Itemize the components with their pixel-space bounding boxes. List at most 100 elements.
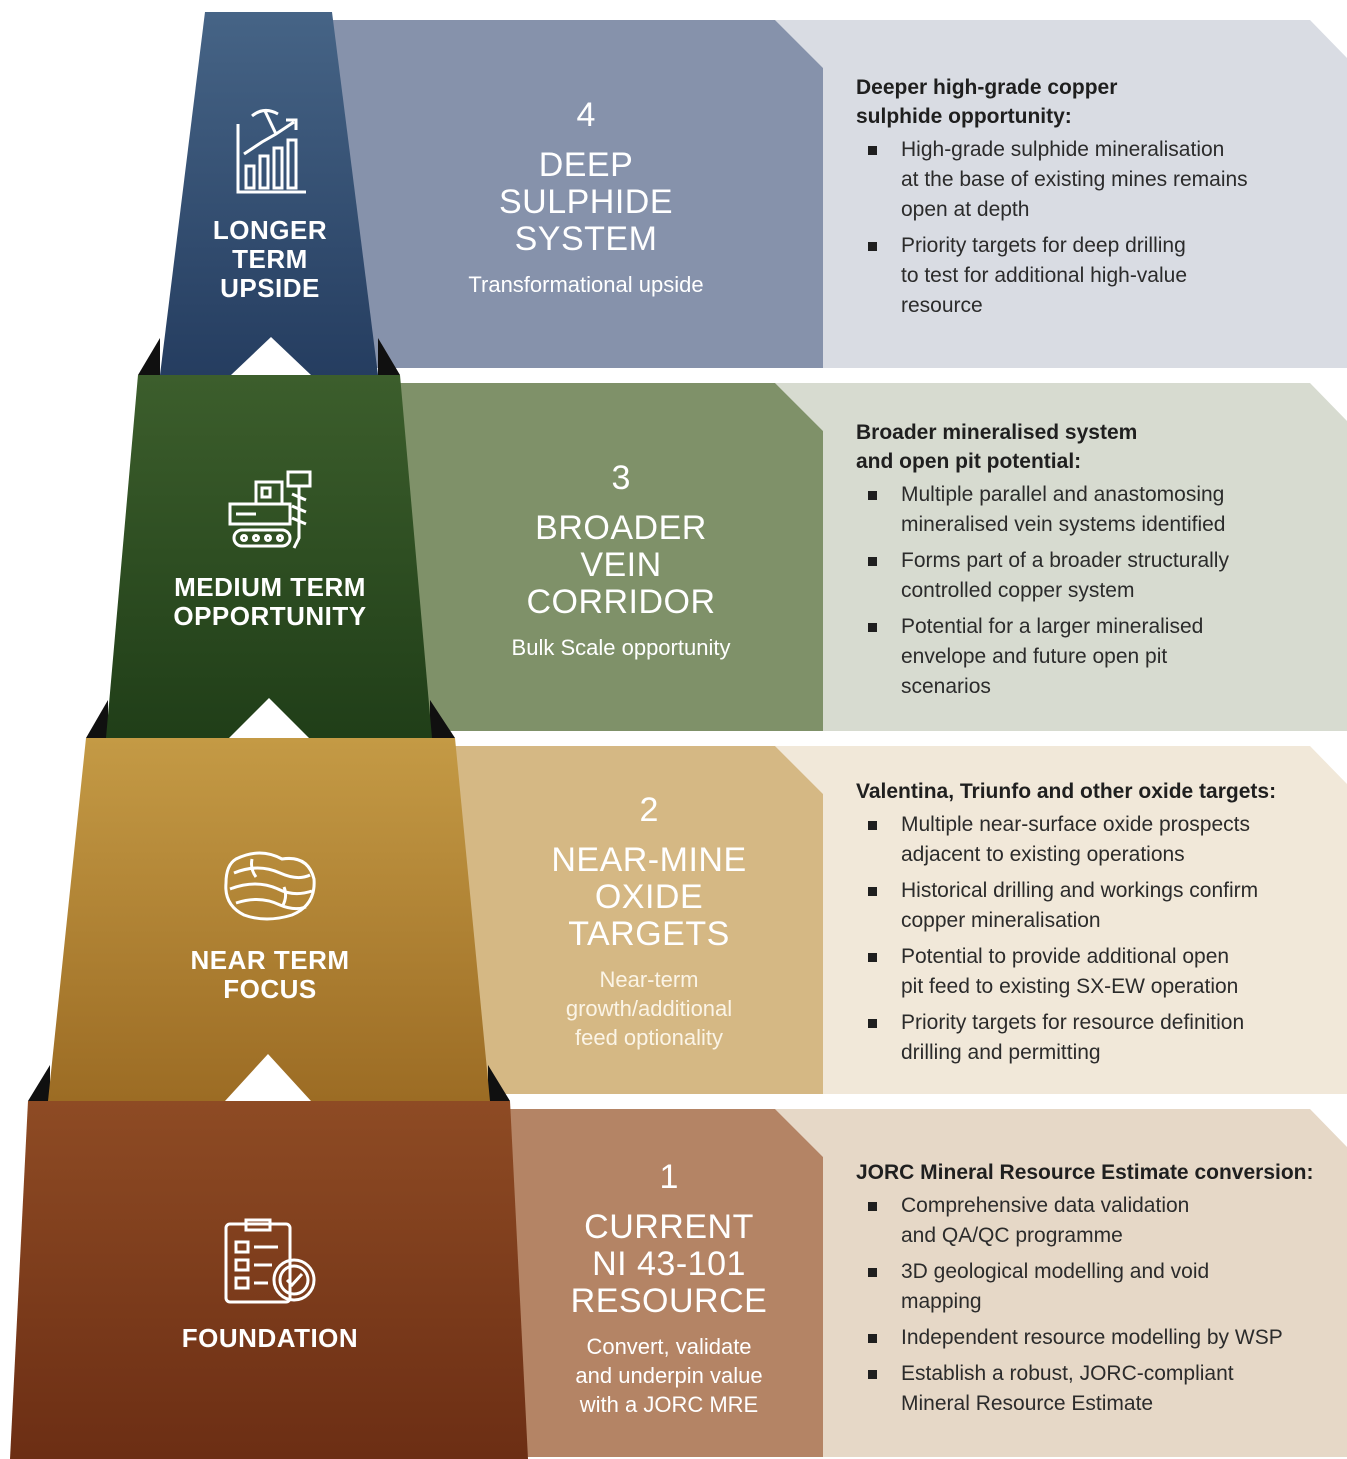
- bullet-square-icon: [868, 146, 877, 155]
- bullet-item: Potential to provide additional open pit…: [856, 942, 1326, 1002]
- tier4-panels: [332, 20, 1347, 368]
- clipboard-check-icon: [222, 1216, 318, 1313]
- heading-line: and open pit potential:: [856, 450, 1082, 473]
- subtitle-line: Near-term: [599, 967, 699, 992]
- bullet-line: Multiple near-surface oxide prospects: [901, 813, 1251, 836]
- bullet-item: Independent resource modelling by WSP: [856, 1323, 1326, 1353]
- heading-line: Valentina, Triunfo and other oxide targe…: [856, 780, 1277, 803]
- bullet-square-icon: [868, 887, 877, 896]
- bullet-line: Establish a robust, JORC-compliant: [901, 1362, 1234, 1385]
- tier-title: DEEP SULPHIDE SYSTEM: [430, 147, 742, 258]
- bullet-line: Priority targets for resource definition: [901, 1011, 1245, 1034]
- bullet-line: copper mineralisation: [901, 909, 1101, 932]
- heading-line: Broader mineralised system: [856, 421, 1138, 444]
- bullet-line: resource: [901, 294, 983, 317]
- level-label-line: NEAR TERM: [190, 945, 350, 975]
- bullet-square-icon: [868, 1202, 877, 1211]
- mining-growth-chart-icon: [232, 104, 308, 201]
- tier4-middle-panel: 4 DEEP SULPHIDE SYSTEM Transformational …: [430, 95, 742, 299]
- bullet-square-icon: [868, 623, 877, 632]
- bullet-line: Mineral Resource Estimate: [901, 1392, 1154, 1415]
- detail-heading: JORC Mineral Resource Estimate conversio…: [856, 1158, 1326, 1187]
- tier-title: BROADER VEIN CORRIDOR: [466, 510, 776, 621]
- bullet-line: pit feed to existing SX-EW operation: [901, 975, 1239, 998]
- level-label-line: TERM: [232, 244, 308, 274]
- level-label-line: OPPORTUNITY: [173, 601, 367, 631]
- tier2-middle-panel: 2 NEAR-MINE OXIDE TARGETS Near-term grow…: [494, 790, 804, 1052]
- up-arrow: [229, 698, 309, 738]
- tier3-panels: [400, 383, 1347, 731]
- title-line: VEIN: [580, 546, 662, 584]
- title-line: TARGETS: [568, 915, 730, 953]
- bullet-line: High-grade sulphide mineralisation: [901, 138, 1225, 161]
- title-line: BROADER: [535, 509, 707, 547]
- bullet-line: open at depth: [901, 198, 1030, 221]
- subtitle-line: Bulk Scale opportunity: [511, 635, 731, 660]
- level-label-line: LONGER: [212, 215, 328, 245]
- drilling-rig-icon: [226, 468, 318, 557]
- bullet-list: Comprehensive data validation and QA/QC …: [856, 1191, 1326, 1419]
- bullet-item: High-grade sulphide mineralisation at th…: [856, 135, 1326, 225]
- bullet-item: Priority targets for resource definition…: [856, 1008, 1326, 1068]
- heading-line: JORC Mineral Resource Estimate conversio…: [856, 1161, 1314, 1184]
- tier3-level-label: MEDIUM TERM OPPORTUNITY: [110, 573, 430, 631]
- bullet-line: 3D geological modelling and void: [901, 1260, 1210, 1283]
- tier3-detail-panel: Broader mineralised system and open pit …: [856, 418, 1326, 708]
- bullet-list: Multiple near-surface oxide prospects ad…: [856, 810, 1326, 1068]
- bullet-line: Potential to provide additional open: [901, 945, 1230, 968]
- tier1-detail-panel: JORC Mineral Resource Estimate conversio…: [856, 1158, 1326, 1425]
- tier-number: 1: [659, 1158, 679, 1196]
- bullet-line: Comprehensive data validation: [901, 1194, 1190, 1217]
- title-line: SYSTEM: [514, 220, 658, 258]
- tier-title: NEAR-MINE OXIDE TARGETS: [494, 842, 804, 953]
- detail-heading: Broader mineralised system and open pit …: [856, 418, 1326, 476]
- subtitle-line: and underpin value: [575, 1363, 763, 1388]
- bullet-line: Multiple parallel and anastomosing: [901, 483, 1225, 506]
- tier4-level-label: LONGER TERM UPSIDE: [110, 216, 430, 303]
- subtitle-line: feed optionality: [575, 1025, 723, 1050]
- bullet-line: controlled copper system: [901, 579, 1135, 602]
- bullet-line: mineralised vein systems identified: [901, 513, 1226, 536]
- bullet-line: Independent resource modelling by WSP: [901, 1326, 1283, 1349]
- tier-number: 4: [576, 96, 596, 134]
- subtitle-line: Transformational upside: [468, 272, 704, 297]
- heading-line: sulphide opportunity:: [856, 105, 1072, 128]
- level-label-line: MEDIUM TERM: [174, 572, 366, 602]
- tier-number: 2: [639, 791, 659, 829]
- bullet-line: Potential for a larger mineralised: [901, 615, 1204, 638]
- detail-heading: Valentina, Triunfo and other oxide targe…: [856, 777, 1326, 806]
- bullet-square-icon: [868, 491, 877, 500]
- bullet-line: at the base of existing mines remains: [901, 168, 1248, 191]
- bullet-line: envelope and future open pit: [901, 645, 1168, 668]
- bullet-line: and QA/QC programme: [901, 1224, 1123, 1247]
- bullet-item: Comprehensive data validation and QA/QC …: [856, 1191, 1326, 1251]
- tier4-detail-panel: Deeper high-grade copper sulphide opport…: [856, 73, 1326, 327]
- tier2-level-label: NEAR TERM FOCUS: [110, 946, 430, 1004]
- subtitle-line: Convert, validate: [586, 1334, 752, 1359]
- tier1-level-label: FOUNDATION: [110, 1324, 430, 1353]
- tier1-middle-panel: 1 CURRENT NI 43-101 RESOURCE Convert, va…: [516, 1157, 822, 1419]
- level-label-line: FOUNDATION: [181, 1323, 359, 1353]
- bullet-item: Establish a robust, JORC-compliant Miner…: [856, 1359, 1326, 1419]
- title-line: NEAR-MINE: [551, 841, 747, 879]
- bullet-line: Priority targets for deep drilling: [901, 234, 1186, 257]
- subtitle-line: with a JORC MRE: [579, 1392, 759, 1417]
- bullet-line: Forms part of a broader structurally: [901, 549, 1229, 572]
- heading-line: Deeper high-grade copper: [856, 76, 1118, 99]
- title-line: CURRENT: [584, 1208, 754, 1246]
- level-label-line: UPSIDE: [220, 273, 320, 303]
- tier1-panels: [510, 1109, 1347, 1457]
- ore-rock-icon: [222, 849, 318, 928]
- title-line: CORRIDOR: [526, 583, 716, 621]
- bullet-item: Potential for a larger mineralised envel…: [856, 612, 1326, 702]
- bullet-line: mapping: [901, 1290, 982, 1313]
- tier2-detail-panel: Valentina, Triunfo and other oxide targe…: [856, 777, 1326, 1074]
- bullet-square-icon: [868, 953, 877, 962]
- bullet-item: 3D geological modelling and void mapping: [856, 1257, 1326, 1317]
- bullet-item: Priority targets for deep drilling to te…: [856, 231, 1326, 321]
- bullet-square-icon: [868, 1370, 877, 1379]
- tier1-block: [10, 1101, 528, 1459]
- bullet-line: drilling and permitting: [901, 1041, 1101, 1064]
- bullet-line: adjacent to existing operations: [901, 843, 1185, 866]
